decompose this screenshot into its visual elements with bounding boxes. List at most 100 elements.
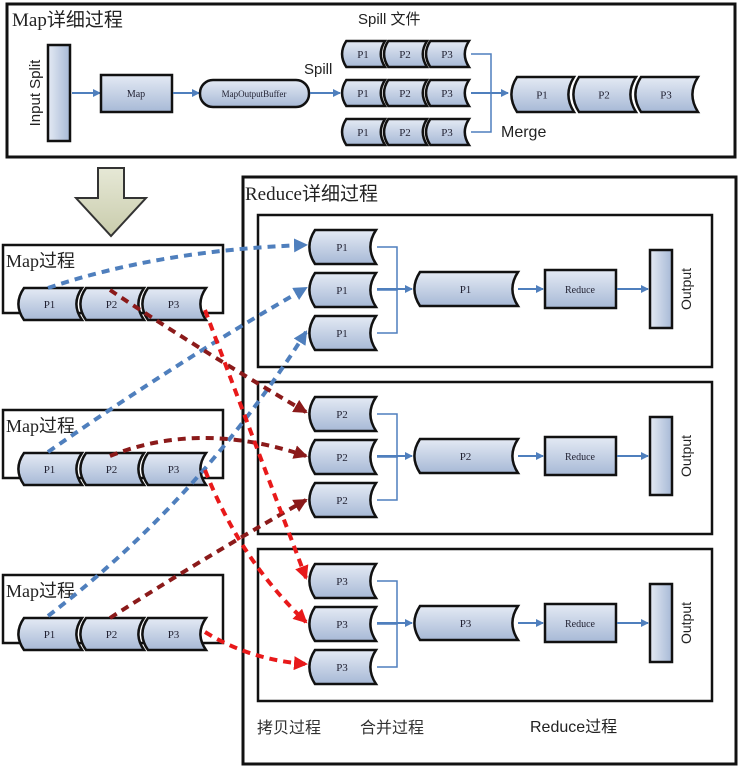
reduce-box	[543, 268, 618, 310]
partition-label: P3	[336, 662, 348, 674]
segment-shape	[382, 78, 430, 108]
segment-shape	[17, 451, 85, 487]
segment-shape	[340, 117, 388, 147]
partition-label: P1	[44, 464, 56, 476]
output-box	[648, 248, 674, 330]
partition-label: P2	[460, 451, 472, 463]
merged-partition: P2	[413, 437, 521, 475]
partition-label: P1	[44, 299, 56, 311]
partition-label: P1	[536, 90, 548, 102]
reduce-box	[543, 435, 618, 477]
partition-label: P1	[336, 285, 348, 297]
spill-label: Spill	[304, 61, 332, 78]
segment-shape	[141, 451, 209, 487]
merge-connector	[377, 580, 398, 623]
segment-shape	[382, 117, 430, 147]
spill-files-label: Spill 文件	[358, 11, 421, 28]
map-output-buffer-label: MapOutputBuffer	[222, 89, 287, 99]
copied-partition: P3	[308, 648, 379, 686]
segment-shape	[382, 39, 430, 69]
partition-label: P2	[106, 629, 118, 641]
merged-partition: P2	[572, 75, 639, 114]
segment-shape	[572, 75, 639, 114]
segment-shape	[634, 75, 701, 114]
segment-shape	[308, 481, 379, 519]
partition-label: P1	[336, 328, 348, 340]
partition-label: P2	[336, 452, 348, 464]
merged-partition: P3	[413, 604, 521, 642]
partition-label: P3	[441, 88, 453, 100]
partition-label: P3	[336, 619, 348, 631]
merged-partition: P3	[634, 75, 701, 114]
map-process-title: Map过程	[6, 581, 75, 601]
map-partition: P3	[141, 286, 209, 322]
segment-shape	[308, 395, 379, 433]
reduce-detail-title: Reduce详细过程	[245, 183, 378, 205]
merge-label: Merge	[501, 124, 546, 141]
segment-shape	[308, 562, 379, 600]
spill-partition: P1	[340, 117, 388, 147]
segment-shape	[79, 286, 147, 322]
segment-shape	[308, 271, 379, 309]
segment-shape	[141, 616, 209, 652]
shuffle-arrow-p2	[108, 288, 308, 414]
shuffle-arrow-p1	[47, 238, 308, 290]
output-box	[648, 582, 674, 664]
segment-shape	[340, 78, 388, 108]
partition-label: P3	[336, 576, 348, 588]
output-label: Output	[678, 602, 694, 644]
map-detail-title: Map详细过程	[12, 9, 123, 31]
spill-partition: P1	[340, 78, 388, 108]
spill-partition: P3	[424, 78, 472, 108]
partition-label: P3	[441, 49, 453, 61]
spill-partition: P3	[424, 39, 472, 69]
merged-partition: P1	[510, 75, 577, 114]
copy-phase-label: 拷贝过程	[257, 719, 321, 737]
map-partition: P1	[17, 451, 85, 487]
input-split-box	[46, 43, 72, 143]
segment-shape	[79, 451, 147, 487]
partition-label: P2	[399, 127, 411, 139]
input-split-label: Input Split	[27, 59, 44, 127]
copied-partition: P2	[308, 395, 379, 433]
segment-shape	[308, 605, 379, 643]
segment-shape	[413, 437, 521, 475]
partition-label: P1	[357, 88, 369, 100]
merge-phase-label: 合并过程	[360, 719, 424, 737]
copied-partition: P2	[308, 438, 379, 476]
map-partition: P2	[79, 286, 147, 322]
reduce-box	[543, 602, 618, 644]
map-partition: P2	[79, 451, 147, 487]
segment-shape	[308, 314, 379, 352]
segment-shape	[141, 286, 209, 322]
down-arrow-icon	[73, 167, 149, 238]
map-output-buffer-box	[198, 78, 311, 109]
partition-label: P2	[598, 90, 610, 102]
copied-partition: P1	[308, 271, 379, 309]
partition-label: P3	[460, 618, 472, 630]
partition-label: P3	[168, 464, 180, 476]
map-label: Map	[127, 89, 145, 100]
segment-shape	[510, 75, 577, 114]
partition-label: P3	[441, 127, 453, 139]
segment-shape	[424, 78, 472, 108]
map-partition: P1	[17, 616, 85, 652]
partition-label: P2	[106, 464, 118, 476]
segment-shape	[413, 270, 521, 308]
spill-partition: P3	[424, 117, 472, 147]
segment-shape	[424, 117, 472, 147]
partition-label: P2	[399, 49, 411, 61]
shuffle-arrow-p3	[203, 309, 309, 580]
shuffle-arrow-p1	[46, 286, 308, 454]
partition-label: P2	[336, 495, 348, 507]
map-process-title: Map过程	[6, 251, 75, 271]
shuffle-arrow-p2	[109, 436, 308, 459]
segment-shape	[413, 604, 521, 642]
output-label: Output	[678, 435, 694, 477]
